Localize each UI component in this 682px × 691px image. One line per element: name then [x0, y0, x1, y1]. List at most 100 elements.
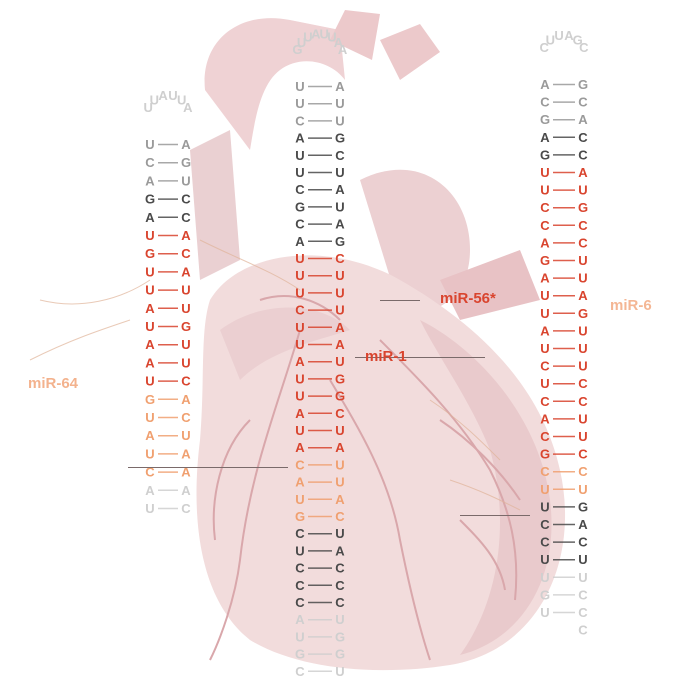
nucleotide: A — [158, 88, 168, 103]
nucleotide: U — [295, 268, 304, 283]
nucleotide: U — [181, 355, 190, 370]
nucleotide: C — [295, 526, 305, 541]
nucleotide: C — [295, 457, 305, 472]
nucleotide: C — [181, 374, 191, 389]
nucleotide: G — [335, 389, 345, 404]
nucleotide: U — [540, 482, 549, 497]
nucleotide: G — [295, 509, 305, 524]
nucleotide: G — [335, 629, 345, 644]
nucleotide: C — [578, 130, 588, 145]
nucleotide: C — [181, 410, 191, 425]
nucleotide: C — [578, 535, 588, 550]
nucleotide: U — [578, 552, 587, 567]
nucleotide: A — [181, 392, 191, 407]
nucleotide: C — [540, 200, 550, 215]
nucleotide: G — [335, 371, 345, 386]
nucleotide: C — [295, 217, 305, 232]
callout-line-mir56 — [380, 300, 420, 301]
nucleotide: U — [578, 570, 587, 585]
nucleotide: G — [145, 392, 155, 407]
nucleotide: U — [540, 376, 549, 391]
nucleotide: C — [540, 535, 550, 550]
nucleotide: A — [145, 428, 155, 443]
nucleotide: U — [295, 423, 304, 438]
nucleotide: A — [145, 210, 155, 225]
nucleotide: U — [335, 96, 344, 111]
nucleotide: A — [181, 446, 191, 461]
nucleotide: A — [578, 288, 588, 303]
nucleotide: C — [578, 235, 588, 250]
nucleotide: U — [295, 371, 304, 386]
nucleotide: A — [578, 112, 588, 127]
nucleotide: G — [335, 131, 345, 146]
nucleotide: A — [181, 137, 191, 152]
label-mir-6: miR-6 — [610, 297, 652, 314]
nucleotide: A — [335, 320, 345, 335]
nucleotide: G — [540, 253, 550, 268]
nucleotide: U — [145, 283, 154, 298]
nucleotide: A — [540, 77, 550, 92]
nucleotide: U — [295, 148, 304, 163]
nucleotide: C — [578, 218, 588, 233]
nucleotide: A — [295, 354, 305, 369]
nucleotide: U — [335, 423, 344, 438]
nucleotide: U — [295, 320, 304, 335]
nucleotide: C — [145, 155, 155, 170]
nucleotide: U — [335, 526, 344, 541]
nucleotide: A — [335, 217, 345, 232]
nucleotide: U — [295, 389, 304, 404]
nucleotide: G — [145, 192, 155, 207]
nucleotide: U — [335, 113, 344, 128]
nucleotide: C — [295, 561, 305, 576]
nucleotide: A — [338, 42, 348, 57]
nucleotide: C — [295, 578, 305, 593]
nucleotide: A — [540, 411, 550, 426]
nucleotide: U — [181, 283, 190, 298]
nucleotide: A — [540, 271, 550, 286]
nucleotide: G — [295, 647, 305, 662]
nucleotide: U — [540, 605, 549, 620]
nucleotide: U — [578, 341, 587, 356]
nucleotide: C — [540, 359, 550, 374]
nucleotide: U — [554, 28, 563, 43]
nucleotide: U — [540, 570, 549, 585]
nucleotide: U — [335, 457, 344, 472]
nucleotide: A — [335, 182, 345, 197]
nucleotide: A — [335, 79, 345, 94]
nucleotide: A — [145, 355, 155, 370]
nucleotide: U — [145, 319, 154, 334]
nucleotide: C — [335, 509, 345, 524]
nucleotide: A — [145, 483, 155, 498]
nucleotide: A — [145, 337, 155, 352]
nucleotide: G — [540, 147, 550, 162]
nucleotide: C — [295, 182, 305, 197]
nucleotide: C — [578, 147, 588, 162]
nucleotide: A — [335, 492, 345, 507]
nucleotide: C — [335, 561, 345, 576]
nucleotide: U — [335, 199, 344, 214]
nucleotide: U — [295, 337, 304, 352]
callout-line-right — [460, 515, 530, 516]
nucleotide: C — [181, 246, 191, 261]
nucleotide: G — [181, 319, 191, 334]
nucleotide: C — [578, 605, 588, 620]
nucleotide: U — [145, 374, 154, 389]
nucleotide: G — [540, 447, 550, 462]
nucleotide: A — [181, 483, 191, 498]
nucleotide: U — [335, 285, 344, 300]
nucleotide: A — [540, 323, 550, 338]
nucleotide: U — [145, 228, 154, 243]
nucleotide: C — [335, 595, 345, 610]
nucleotide: U — [295, 96, 304, 111]
nucleotide: G — [578, 499, 588, 514]
nucleotide: U — [578, 429, 587, 444]
nucleotide: C — [578, 447, 588, 462]
nucleotide: C — [578, 587, 588, 602]
nucleotide: C — [540, 394, 550, 409]
nucleotide: A — [295, 406, 305, 421]
nucleotide: A — [183, 100, 193, 115]
nucleotide: A — [145, 301, 155, 316]
